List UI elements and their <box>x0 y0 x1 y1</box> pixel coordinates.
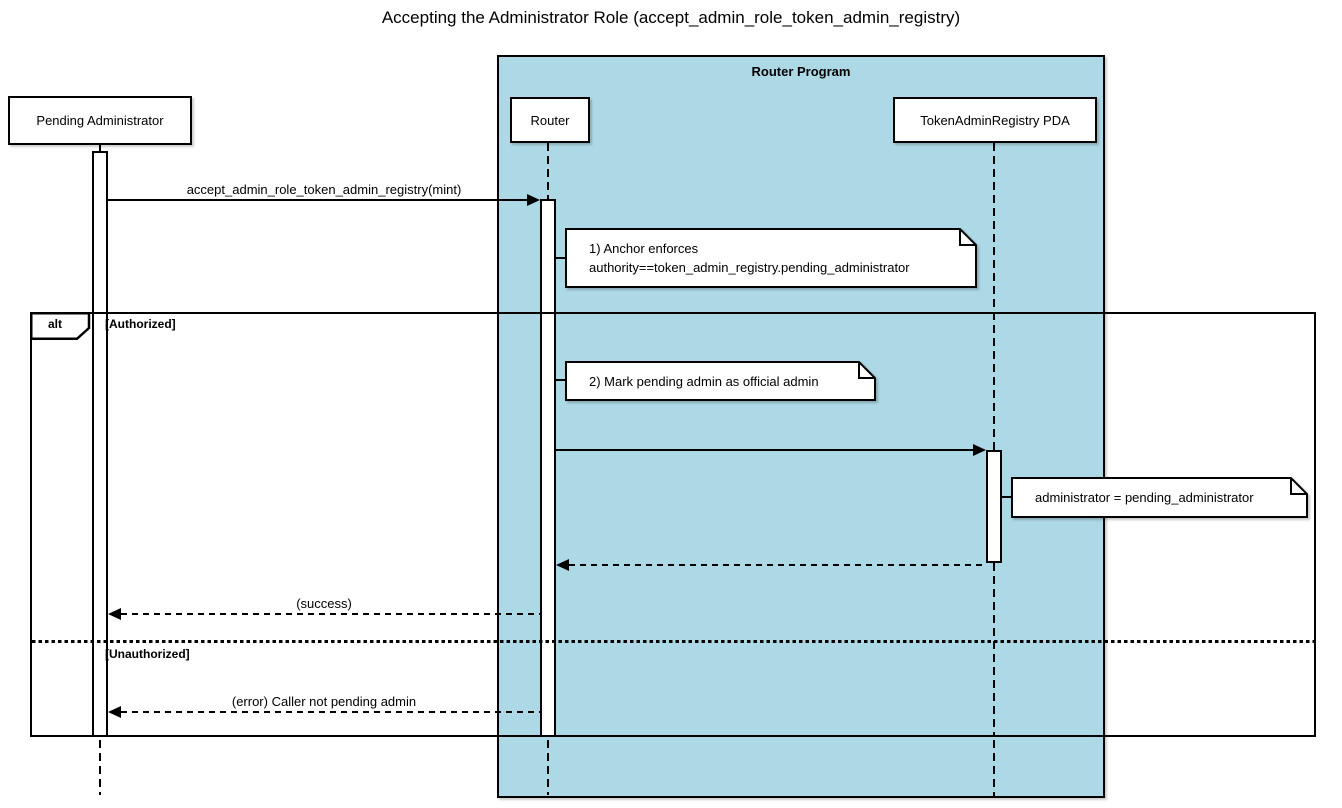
pda-lifeline-bottom <box>993 740 995 796</box>
pending-admin-lifeline-bottom <box>99 740 101 795</box>
router-program-container <box>497 55 1105 798</box>
message-update-line <box>556 449 975 451</box>
alt-frame-operator-tab <box>30 312 92 340</box>
guard-unauthorized: [Unauthorized] <box>105 647 190 661</box>
router-lifeline-bottom <box>547 740 549 795</box>
note3-connector <box>1000 496 1011 498</box>
participant-router-label: Router <box>530 112 570 128</box>
participant-token-admin-registry-pda-label: TokenAdminRegistry PDA <box>920 112 1070 128</box>
message-error-line <box>121 711 540 713</box>
message-call-line <box>108 199 529 201</box>
note2-line1: 2) Mark pending admin as official admin <box>589 373 819 389</box>
message-error-arrowhead-icon <box>108 706 121 718</box>
note1-line2: authority==token_admin_registry.pending_… <box>589 260 910 275</box>
note-shape-icon <box>1011 477 1308 518</box>
message-success-line <box>121 613 540 615</box>
note3-text: administrator = pending_administrator <box>1011 477 1308 518</box>
message-update-return-arrowhead-icon <box>556 559 569 571</box>
note2-connector <box>554 379 565 381</box>
note3-line1: administrator = pending_administrator <box>1035 490 1254 505</box>
message-call-label: accept_admin_role_token_admin_registry(m… <box>186 182 462 197</box>
note2-text: 2) Mark pending admin as official admin <box>565 361 876 401</box>
message-success-arrowhead-icon <box>108 608 121 620</box>
note-anchor-enforces: 1) Anchor enforces authority==token_admi… <box>565 228 977 288</box>
message-update-arrowhead-icon <box>973 444 986 456</box>
note-administrator-assignment: administrator = pending_administrator <box>1011 477 1308 518</box>
participant-pending-administrator-label: Pending Administrator <box>36 113 164 128</box>
participant-token-admin-registry-pda: TokenAdminRegistry PDA <box>893 97 1097 143</box>
pda-lifeline-top <box>993 143 995 450</box>
note1-line1: 1) Anchor enforces <box>589 241 699 256</box>
diagram-title: Accepting the Administrator Role (accept… <box>381 8 961 27</box>
pda-lifeline-middle <box>993 563 995 737</box>
pda-activation-bar <box>986 450 1002 563</box>
note1-connector <box>554 257 565 259</box>
participant-router: Router <box>510 97 590 143</box>
alt-divider-line <box>32 640 1314 643</box>
message-call-arrowhead-icon <box>527 194 540 206</box>
pending-admin-lifeline-stub <box>99 145 101 152</box>
note-mark-pending-admin: 2) Mark pending admin as official admin <box>565 361 876 401</box>
message-success-label: (success) <box>296 596 352 611</box>
alt-tab-pentagon-icon <box>30 312 91 340</box>
message-update-return-line <box>569 564 986 566</box>
alt-frame <box>30 312 1316 737</box>
guard-authorized: [Authorized] <box>105 317 176 331</box>
router-program-label: Router Program <box>751 64 851 79</box>
router-lifeline-top <box>547 143 549 199</box>
participant-pending-administrator: Pending Administrator <box>8 96 192 145</box>
note1-text: 1) Anchor enforces authority==token_admi… <box>565 228 977 288</box>
alt-operator-label: alt <box>47 317 62 331</box>
note-shape-icon <box>565 228 977 288</box>
note-shape-icon <box>565 361 876 401</box>
message-error-label: (error) Caller not pending admin <box>231 694 417 709</box>
